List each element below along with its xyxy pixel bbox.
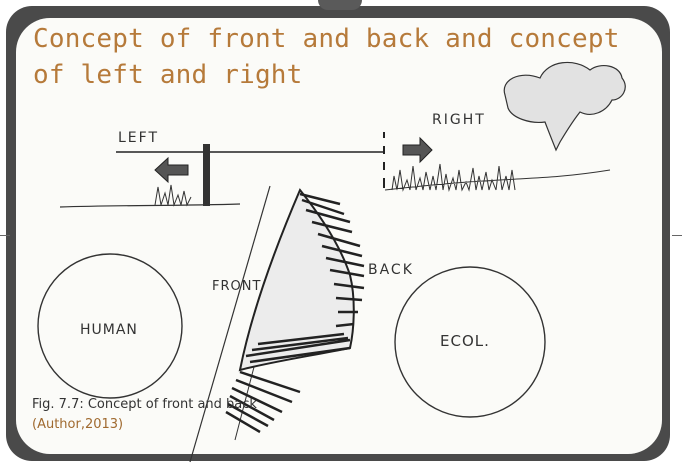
grass-right [385,164,610,190]
left-label: LEFT [118,130,159,146]
back-label: BACK [368,262,414,278]
front-label: FRONT [212,279,261,294]
caption-citation: (Author,2013) [32,417,123,432]
ecol-label: ECOL. [440,332,490,350]
right-arrow-icon [403,138,432,162]
figure-caption: Fig. 7.7: Concept of front and back (Aut… [32,395,332,435]
grass-left [155,185,191,205]
left-arrow-icon [155,158,188,182]
right-label: RIGHT [432,112,486,128]
slide-title: Concept of front and back and concept of… [33,21,633,93]
ground-line [60,204,240,207]
left-post [203,144,210,206]
human-label: HUMAN [80,322,138,338]
caption-text: Fig. 7.7: Concept of front and back [32,397,257,412]
